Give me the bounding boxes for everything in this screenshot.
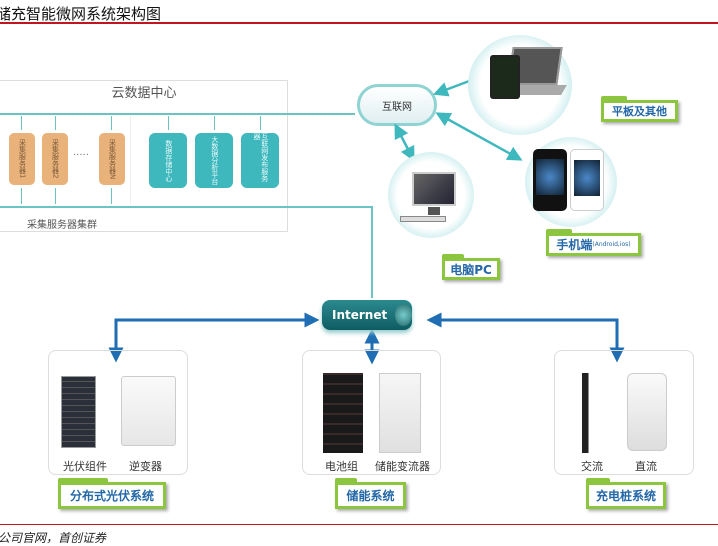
inverter-icon xyxy=(121,376,176,446)
connector-line xyxy=(0,113,355,115)
tablet-laptop-icon xyxy=(468,35,572,135)
pv-panel-icon xyxy=(61,376,96,448)
data-storage-center: 数据存储中心 xyxy=(149,133,187,188)
storage-system-label: 储能系统 xyxy=(335,482,406,509)
pcs-icon xyxy=(379,373,421,453)
cluster-label: 采集服务器集群 xyxy=(27,220,97,231)
connector-line xyxy=(0,206,372,208)
pv-system-box: 光伏组件 逆变器 xyxy=(48,350,188,475)
globe-icon xyxy=(395,304,412,326)
arrow-pv xyxy=(108,312,320,363)
pv-system-label: 分布式光伏系统 xyxy=(58,482,166,509)
top-divider xyxy=(0,22,718,24)
source-note: 公司官网，首创证券 xyxy=(0,531,107,545)
ac-label: 交流 xyxy=(581,460,603,473)
figure-title: 储充智能微网系统架构图 xyxy=(0,5,162,23)
charging-system-box: 交流 直流 xyxy=(554,350,694,475)
phone-label: 手机端(Android,ios) xyxy=(546,233,641,256)
tablet-label: 平板及其他 xyxy=(601,100,678,122)
arrow-charging xyxy=(426,312,625,363)
arrow-phone xyxy=(435,112,523,161)
dc-charger-icon xyxy=(627,373,667,451)
storage-system-box: 电池组 储能变流器 xyxy=(302,350,441,475)
charging-system-label: 充电桩系统 xyxy=(586,482,666,509)
collector-server-n: 采集服务器N xyxy=(99,133,125,185)
bottom-divider xyxy=(0,524,718,525)
web-publish-server: 互联网发布服务器 xyxy=(241,133,279,188)
phone-label-text: 手机端 xyxy=(556,238,593,252)
internet-cloud-label: 互联网 xyxy=(382,101,412,113)
separator xyxy=(130,116,131,204)
pcs-label: 储能变流器 xyxy=(375,460,430,473)
phone-label-sub: (Android,ios) xyxy=(592,241,631,248)
internet-cloud: 互联网 xyxy=(357,84,437,126)
dc-label: 直流 xyxy=(635,460,657,473)
collector-server-2: 采集服务器2 xyxy=(42,133,68,185)
data-center-box xyxy=(0,80,288,232)
arrow-pc xyxy=(394,123,415,162)
battery-pack-icon xyxy=(323,373,363,453)
inverter-label: 逆变器 xyxy=(129,460,162,473)
ellipsis: ····· xyxy=(73,150,89,161)
connector-line xyxy=(371,206,373,298)
pv-module-label: 光伏组件 xyxy=(63,460,107,473)
ac-charger-icon xyxy=(582,373,596,453)
big-data-platform: 大数据分析平台 xyxy=(195,133,233,188)
collector-server-1: 采集服务器1 xyxy=(9,133,35,185)
pc-icon xyxy=(388,152,474,238)
internet-badge: Internet xyxy=(322,300,412,330)
pc-label: 电脑PC xyxy=(442,258,500,280)
battery-pack-label: 电池组 xyxy=(325,460,358,473)
internet-badge-label: Internet xyxy=(332,308,388,322)
phone-icon xyxy=(525,137,617,227)
data-center-title: 云数据中心 xyxy=(111,86,177,101)
